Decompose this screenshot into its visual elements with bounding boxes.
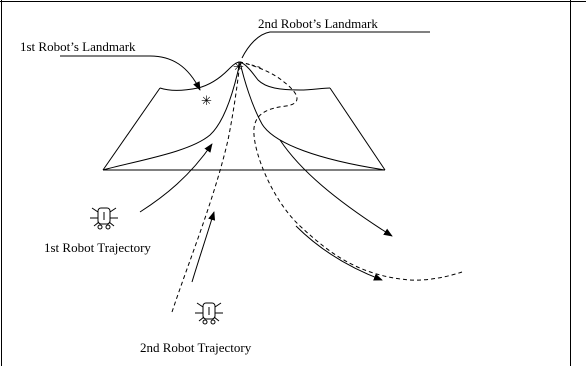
mountain-left-edge bbox=[102, 87, 161, 171]
peak-right-ridge bbox=[239, 61, 386, 171]
first-trajectory-label: 1st Robot Trajectory bbox=[44, 240, 151, 255]
second-robot-dashed-path bbox=[171, 61, 463, 313]
first-robot-exit-arrow bbox=[279, 139, 393, 237]
second-robot-icon bbox=[195, 302, 223, 325]
second-robot-dashed-branch bbox=[239, 61, 263, 69]
peak-left-ridge bbox=[102, 61, 241, 171]
first-robot-icon bbox=[90, 207, 118, 230]
first-landmark-star-icon: ✳ bbox=[201, 93, 212, 108]
first-landmark-leader-line bbox=[60, 55, 201, 91]
second-landmark-leader-line bbox=[241, 31, 430, 59]
first-robot-path-arrow bbox=[139, 143, 213, 213]
second-robot-exit-arrow bbox=[295, 225, 383, 281]
second-robot-approach-arrow bbox=[191, 211, 216, 283]
mountain-top-contour bbox=[159, 61, 331, 91]
first-landmark-label: 1st Robot’s Landmark bbox=[20, 39, 136, 54]
second-landmark-label: 2nd Robot’s Landmark bbox=[258, 16, 378, 31]
mountain-right-edge bbox=[329, 87, 386, 171]
second-trajectory-label: 2nd Robot Trajectory bbox=[140, 340, 252, 355]
second-landmark-star-icon: ✳ bbox=[233, 59, 244, 74]
